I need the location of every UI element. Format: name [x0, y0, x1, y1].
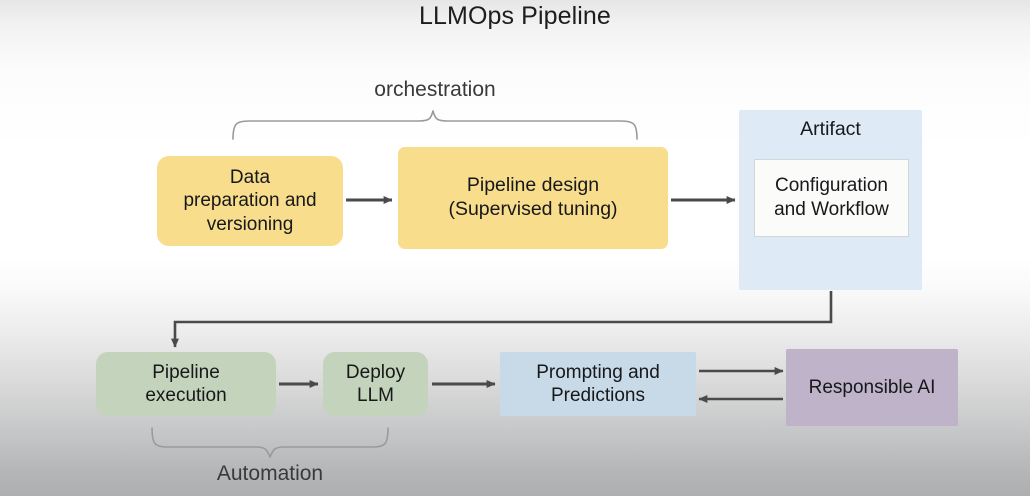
- automation-brace: [151, 427, 389, 458]
- node-artifact[interactable]: Artifact Configuration and Workflow: [739, 110, 922, 290]
- page-title: LLMOps Pipeline: [419, 2, 611, 30]
- node-pipeline-design[interactable]: Pipeline design (Supervised tuning): [398, 147, 668, 249]
- orchestration-brace: [232, 110, 638, 140]
- node-prompting-and-predictions[interactable]: Prompting and Predictions: [500, 352, 696, 416]
- artifact-title: Artifact: [800, 118, 861, 140]
- node-data-preparation-and-versioning[interactable]: Data preparation and versioning: [157, 156, 343, 246]
- orchestration-brace-label: orchestration: [374, 78, 496, 101]
- artifact-inner-configuration-and-workflow[interactable]: Configuration and Workflow: [754, 159, 909, 237]
- node-responsible-ai[interactable]: Responsible AI: [786, 349, 958, 426]
- edge-artifact-to-pipelineexecution: [171, 291, 833, 348]
- node-deploy-llm[interactable]: Deploy LLM: [323, 352, 428, 416]
- automation-brace-label: Automation: [216, 462, 324, 485]
- node-pipeline-execution[interactable]: Pipeline execution: [96, 352, 276, 416]
